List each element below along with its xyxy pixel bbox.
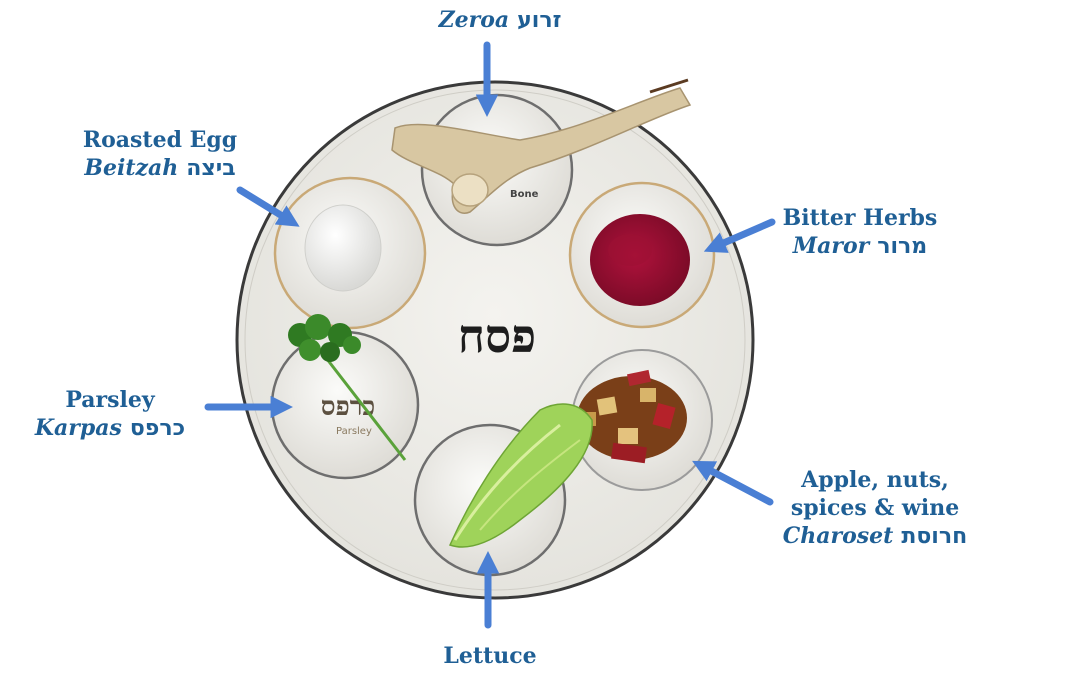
shank-bone — [391, 78, 692, 214]
label-charoset-english-line1: Apple, nuts, — [801, 467, 949, 493]
svg-text:Parsley: Parsley — [336, 426, 372, 437]
arrow-charoset — [692, 460, 774, 506]
label-maror-hebrew: מרור — [877, 234, 928, 259]
label-karpas-hebrew: כרפס — [129, 416, 186, 441]
label-zeroa-transliteration: Zeroa — [438, 7, 510, 33]
parsley — [288, 314, 407, 461]
label-lettuce: Lettuce — [420, 642, 560, 670]
label-beitzah-transliteration: Beitzah — [84, 155, 179, 181]
label-karpas-transliteration: Karpas — [34, 415, 122, 441]
label-maror: Bitter Herbs Maror מרור — [770, 204, 950, 261]
label-karpas-english: Parsley — [65, 387, 155, 413]
label-zeroa: Zeroa זרוע — [410, 6, 590, 35]
label-beitzah-english: Roasted Egg — [82, 127, 238, 153]
label-charoset-transliteration: Charoset — [782, 523, 894, 549]
lettuce — [448, 403, 593, 548]
label-lettuce-english: Lettuce — [443, 643, 537, 669]
roasted-egg — [304, 204, 382, 292]
center-inscription: פסח — [458, 309, 536, 363]
arrows — [204, 41, 776, 629]
label-beitzah: Roasted Egg Beitzah ביצה — [60, 126, 260, 183]
karpas-inscription: כרפס Parsley — [321, 392, 375, 437]
svg-text:פסח: פסח — [458, 309, 536, 363]
charoset — [577, 369, 687, 464]
label-charoset-hebrew: חרוסת — [901, 524, 968, 549]
maror-horseradish — [590, 214, 690, 306]
label-karpas: Parsley Karpas כרפס — [10, 386, 210, 443]
label-zeroa-hebrew: זרוע — [517, 8, 562, 33]
svg-text:Bone: Bone — [510, 189, 539, 200]
label-charoset: Apple, nuts, spices & wine Charoset חרוסת — [760, 466, 990, 551]
label-maror-english: Bitter Herbs — [782, 205, 938, 231]
svg-text:כרפס: כרפס — [321, 392, 375, 422]
arrow-beitzah — [236, 186, 300, 227]
label-charoset-english-line2: spices & wine — [790, 495, 960, 521]
label-maror-transliteration: Maror — [792, 233, 870, 259]
arrow-maror — [703, 218, 776, 253]
label-beitzah-hebrew: ביצה — [186, 156, 236, 181]
